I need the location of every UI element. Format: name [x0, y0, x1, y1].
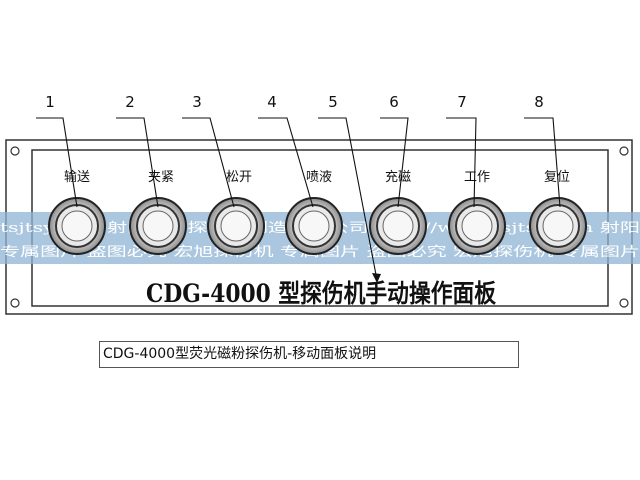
- push-button-cap: [382, 210, 414, 242]
- callout-number-1: 1: [45, 93, 55, 111]
- caption: CDG-4000型荧光磁粉探伤机-移动面板说明: [99, 341, 519, 368]
- leader-line-2: [116, 117, 159, 208]
- push-button-cap: [220, 210, 252, 242]
- button-label-2: 夹紧: [148, 170, 174, 185]
- button-label-1: 输送: [64, 169, 90, 185]
- button-label-6: 工作: [464, 170, 490, 185]
- callout-number-2: 2: [125, 93, 135, 111]
- push-button-cap: [61, 210, 93, 242]
- knob-group: [48, 197, 587, 255]
- callout-number-5: 5: [328, 93, 338, 111]
- leader-lines: [36, 117, 561, 281]
- screw-icon: [10, 146, 20, 156]
- leader-line-7: [446, 117, 477, 208]
- screw-icon: [619, 146, 629, 156]
- push-button-1: [48, 197, 106, 255]
- push-button-cap: [542, 210, 574, 242]
- push-button-7: [529, 197, 587, 255]
- push-button-4: [285, 197, 343, 255]
- callout-number-4: 4: [267, 93, 277, 111]
- button-label-3: 松开: [226, 170, 252, 185]
- push-button-cap: [142, 210, 174, 242]
- leader-line-3: [182, 117, 235, 208]
- screw-icon: [619, 298, 629, 308]
- callout-number-7: 7: [457, 93, 467, 111]
- button-label-5: 充磁: [385, 169, 411, 185]
- screw-icon: [10, 298, 20, 308]
- push-button-2: [129, 197, 187, 255]
- push-button-6: [448, 197, 506, 255]
- callout-number-8: 8: [534, 93, 544, 111]
- leader-line-4: [258, 117, 314, 208]
- panel-title: CDG-4000 型探伤机手动操作面板: [146, 279, 496, 308]
- push-button-5: [369, 197, 427, 255]
- push-button-cap: [298, 210, 330, 242]
- button-label-4: 喷液: [306, 170, 332, 185]
- leader-line-6: [380, 117, 409, 208]
- leader-line-5: [318, 117, 378, 281]
- push-button-3: [207, 197, 265, 255]
- arrowhead-icon: [372, 273, 381, 283]
- leader-line-1: [36, 117, 78, 208]
- button-label-7: 复位: [544, 170, 570, 185]
- leader-line-8: [524, 117, 561, 208]
- push-button-cap: [461, 210, 493, 242]
- callout-number-6: 6: [389, 93, 399, 111]
- callout-number-3: 3: [192, 93, 202, 111]
- mounting-screw-icons: [10, 146, 629, 308]
